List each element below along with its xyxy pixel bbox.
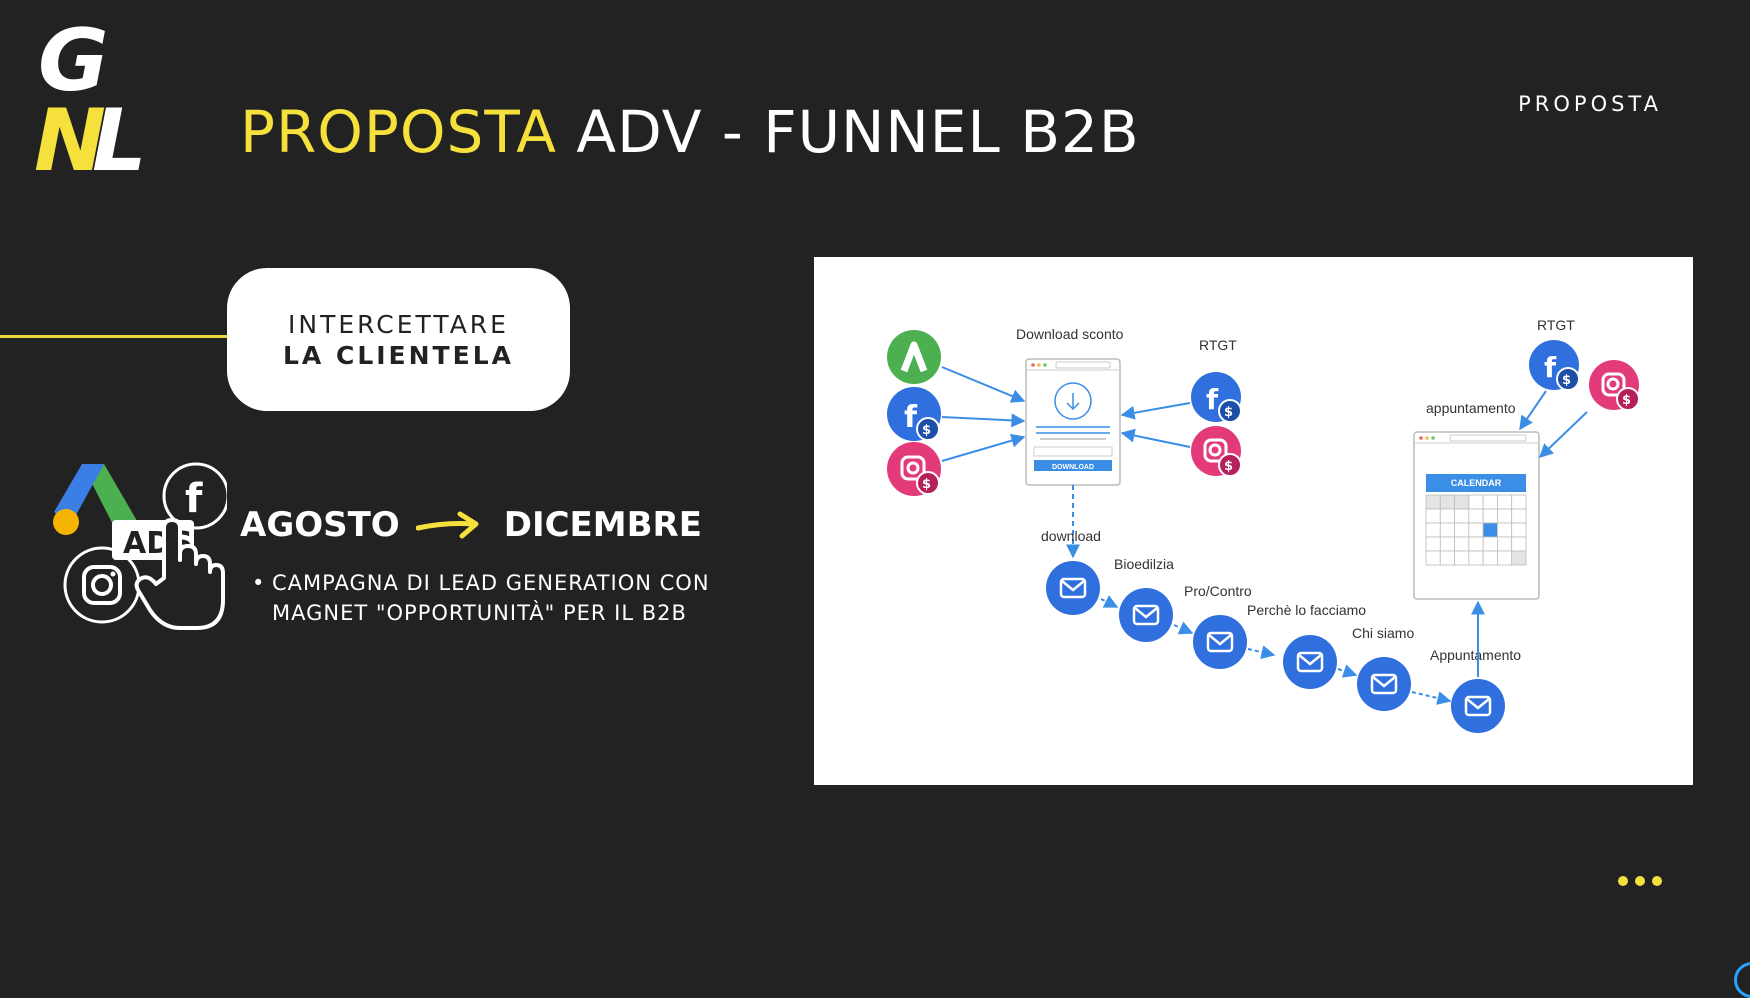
svg-text:N: N xyxy=(34,91,106,178)
rtgt-left-label: RTGT xyxy=(1199,337,1237,353)
arrow-right-icon xyxy=(415,511,479,539)
calendar-cell xyxy=(1468,536,1484,552)
calendar-grid xyxy=(1425,494,1527,566)
calendar-cell xyxy=(1425,494,1441,510)
title-highlight: PROPOSTA xyxy=(240,98,557,166)
svg-text:L: L xyxy=(92,91,147,178)
svg-text:f: f xyxy=(904,400,918,435)
instagram-ads-source-icon: $ xyxy=(887,442,941,496)
accent-line xyxy=(0,335,230,338)
pill-line2: LA CLIENTELA xyxy=(283,340,514,370)
svg-text:G: G xyxy=(38,18,109,111)
calendar-cell xyxy=(1468,508,1484,524)
svg-text:f: f xyxy=(185,476,203,522)
calendar-cell xyxy=(1511,550,1527,566)
email-step-5 xyxy=(1357,657,1411,711)
ads-platforms-icon: f ADS xyxy=(52,460,230,630)
calendar-page: CALENDAR xyxy=(1413,431,1540,600)
calendar-cell xyxy=(1425,550,1441,566)
cloud-download-icon xyxy=(1054,382,1092,420)
calendar-cell xyxy=(1454,536,1470,552)
corner-badge xyxy=(1734,962,1750,998)
calendar-cell xyxy=(1482,522,1498,538)
campaign-bullet: CAMPAGNA DI LEAD GENERATION CON MAGNET "… xyxy=(252,568,752,628)
download-step-label: download xyxy=(1041,528,1101,544)
calendar-cell xyxy=(1497,508,1513,524)
email-label-1: Bioedilzia xyxy=(1114,556,1174,572)
email-step-3 xyxy=(1193,615,1247,669)
rtgt-right-instagram-icon: $ xyxy=(1589,360,1640,411)
calendar-cell xyxy=(1497,550,1513,566)
calendar-cell xyxy=(1425,508,1441,524)
email-label-2: Pro/Contro xyxy=(1184,583,1252,599)
rtgt-instagram-icon: $ xyxy=(1191,426,1242,477)
rtgt-facebook-icon: f $ xyxy=(1191,372,1242,423)
calendar-cell xyxy=(1482,550,1498,566)
page-title: PROPOSTA ADV - FUNNEL B2B xyxy=(240,98,1140,166)
svg-text:$: $ xyxy=(1224,405,1233,420)
email-step-2 xyxy=(1119,588,1173,642)
section-label: PROPOSTA xyxy=(1518,92,1662,116)
calendar-cell xyxy=(1511,522,1527,538)
rtgt-right-label: RTGT xyxy=(1537,317,1575,333)
pill-line1: INTERCETTARE xyxy=(288,309,509,339)
calendar-cell xyxy=(1439,522,1455,538)
period-start: AGOSTO xyxy=(240,505,400,545)
calendar-cell xyxy=(1454,508,1470,524)
svg-text:$: $ xyxy=(1224,459,1233,474)
svg-text:$: $ xyxy=(922,477,931,492)
calendar-cell xyxy=(1482,508,1498,524)
email-step-4 xyxy=(1283,635,1337,689)
period-range: AGOSTO DICEMBRE xyxy=(240,505,702,545)
email-step-1 xyxy=(1046,561,1100,615)
title-rest: ADV - FUNNEL B2B xyxy=(576,98,1140,166)
svg-text:$: $ xyxy=(922,423,931,438)
svg-text:f: f xyxy=(1206,383,1219,416)
calendar-cell xyxy=(1468,522,1484,538)
calendar-cell xyxy=(1497,536,1513,552)
calendar-cell xyxy=(1439,494,1455,510)
gnl-logo: G N L xyxy=(30,11,160,191)
period-end: DICEMBRE xyxy=(503,505,702,545)
calendar-cell xyxy=(1468,494,1484,510)
rtgt-right-facebook-icon: f $ xyxy=(1529,340,1580,391)
svg-text:$: $ xyxy=(1622,393,1631,408)
google-ads-source-icon xyxy=(887,330,941,384)
calendar-cell xyxy=(1439,550,1455,566)
calendar-cell xyxy=(1454,522,1470,538)
calendar-cell xyxy=(1511,536,1527,552)
calendar-cell xyxy=(1439,508,1455,524)
landing-page-download: DOWNLOAD xyxy=(1025,358,1121,486)
calendar-cell xyxy=(1454,494,1470,510)
svg-text:f: f xyxy=(1544,351,1557,384)
email-label-3: Perchè lo facciamo xyxy=(1247,602,1366,618)
email-label-4: Chi siamo xyxy=(1352,625,1414,641)
appuntamento-top-label: appuntamento xyxy=(1426,400,1516,416)
calendar-cell xyxy=(1482,494,1498,510)
hand-pointer-icon xyxy=(134,518,225,630)
facebook-ads-source-icon: f $ xyxy=(887,387,941,441)
calendar-cell xyxy=(1482,536,1498,552)
email-step-6 xyxy=(1451,679,1505,733)
calendar-cell xyxy=(1497,522,1513,538)
calendar-cell xyxy=(1511,494,1527,510)
intercept-pill: INTERCETTARE LA CLIENTELA xyxy=(227,268,570,411)
more-dots-icon[interactable] xyxy=(1618,876,1662,886)
svg-text:$: $ xyxy=(1562,373,1571,388)
download-sconto-label: Download sconto xyxy=(1016,326,1124,342)
calendar-cell xyxy=(1439,536,1455,552)
calendar-cell xyxy=(1497,494,1513,510)
calendar-cell xyxy=(1468,550,1484,566)
funnel-diagram: f $ $ Download sconto xyxy=(814,257,1693,785)
calendar-header-label: CALENDAR xyxy=(1451,478,1502,488)
email-label-5: Appuntamento xyxy=(1430,647,1521,663)
calendar-cell xyxy=(1511,508,1527,524)
calendar-cell xyxy=(1454,550,1470,566)
calendar-cell xyxy=(1425,536,1441,552)
calendar-cell xyxy=(1425,522,1441,538)
download-button-label: DOWNLOAD xyxy=(1052,464,1094,471)
